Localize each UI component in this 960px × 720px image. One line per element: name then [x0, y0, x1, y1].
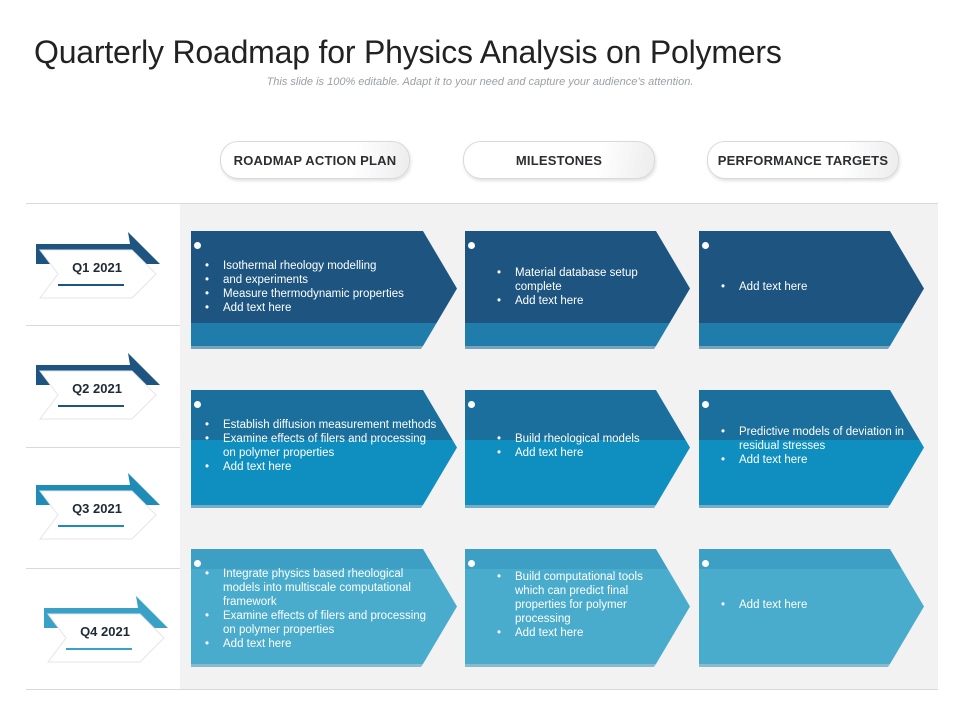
card-bullet-item: Add text here	[495, 294, 645, 308]
card-bullet-item: Add text here	[719, 453, 909, 467]
arrow-card-upper	[465, 549, 668, 569]
card-bullet-list: Build rheological modelsAdd text here	[495, 432, 645, 460]
arrow-card-shadow	[465, 346, 656, 349]
quarter-underline	[58, 525, 124, 527]
arrow-card-shadow	[699, 664, 890, 667]
card-bullet-item: Add text here	[203, 301, 439, 315]
quarter-underline	[58, 405, 124, 407]
arrow-card-shape	[699, 549, 924, 667]
arrow-card-shadow	[191, 505, 423, 508]
row-divider	[26, 689, 938, 690]
roadmap-card-performance-target: Add text here	[699, 549, 924, 667]
row-divider	[26, 568, 180, 569]
arrow-card-shadow	[191, 664, 423, 667]
quarter-marker: Q3 2021	[36, 473, 166, 543]
card-dot-icon	[468, 401, 475, 408]
card-bullet-item: Examine effects of filers and processing…	[203, 609, 439, 637]
card-bullet-item: and experiments	[203, 273, 439, 287]
quarter-label: Q1 2021	[72, 260, 122, 275]
quarter-marker: Q2 2021	[36, 353, 166, 423]
quarter-marker: Q1 2021	[36, 232, 166, 302]
roadmap-card-milestone: Build rheological modelsAdd text here	[465, 390, 690, 508]
page-title: Quarterly Roadmap for Physics Analysis o…	[34, 34, 782, 70]
card-bullet-item: Establish diffusion measurement methods	[203, 418, 439, 432]
card-bullet-item: Integrate physics based rheological mode…	[203, 567, 439, 609]
card-dot-icon	[468, 560, 475, 567]
card-bullet-list: Isothermal rheology modellingand experim…	[203, 259, 439, 315]
card-dot-icon	[702, 242, 709, 249]
arrow-card-lower	[465, 323, 670, 346]
quarter-label: Q2 2021	[72, 381, 122, 396]
arrow-card-shadow	[699, 505, 890, 508]
card-bullet-list: Integrate physics based rheological mode…	[203, 567, 439, 651]
quarter-label: Q3 2021	[72, 501, 122, 516]
card-dot-icon	[702, 560, 709, 567]
roadmap-card-action-plan: Isothermal rheology modellingand experim…	[191, 231, 457, 349]
card-bullet-item: Measure thermodynamic properties	[203, 287, 439, 301]
arrow-card-shadow	[191, 346, 423, 349]
card-dot-icon	[194, 560, 201, 567]
card-bullet-item: Build computational tools which can pred…	[495, 570, 645, 626]
card-bullet-item: Predictive models of deviation in residu…	[719, 425, 909, 453]
card-bullet-list: Establish diffusion measurement methodsE…	[203, 418, 439, 474]
quarter-underline	[66, 648, 132, 650]
roadmap-card-performance-target: Add text here	[699, 231, 924, 349]
roadmap-card-performance-target: Predictive models of deviation in residu…	[699, 390, 924, 508]
card-dot-icon	[194, 242, 201, 249]
arrow-card-shadow	[465, 664, 656, 667]
arrow-card-upper	[191, 549, 435, 569]
column-header-milestones: MILESTONES	[463, 141, 655, 179]
card-bullet-list: Add text here	[719, 598, 909, 612]
quarter-label: Q4 2021	[80, 624, 130, 639]
card-bullet-list: Add text here	[719, 280, 909, 294]
card-bullet-list: Predictive models of deviation in residu…	[719, 425, 909, 467]
quarter-chevron-shape	[44, 596, 168, 663]
row-divider	[26, 447, 180, 448]
roadmap-card-milestone: Material database setup completeAdd text…	[465, 231, 690, 349]
card-dot-icon	[194, 401, 201, 408]
arrow-card-lower	[699, 569, 924, 664]
quarter-chevron-shape	[36, 232, 160, 299]
arrow-card-shadow	[699, 346, 890, 349]
column-header-action-plan: ROADMAP ACTION PLAN	[220, 141, 410, 179]
card-bullet-item: Add text here	[203, 460, 439, 474]
column-header-performance-targets: PERFORMANCE TARGETS	[707, 141, 899, 179]
arrow-card-upper	[699, 231, 924, 323]
card-dot-icon	[468, 242, 475, 249]
card-bullet-item: Isothermal rheology modelling	[203, 259, 439, 273]
card-dot-icon	[702, 401, 709, 408]
card-bullet-item: Add text here	[203, 637, 439, 651]
quarter-underline	[58, 284, 124, 286]
card-bullet-item: Material database setup complete	[495, 266, 645, 294]
roadmap-card-action-plan: Integrate physics based rheological mode…	[191, 549, 457, 667]
page-subtitle: This slide is 100% editable. Adapt it to…	[266, 76, 694, 88]
arrow-card-upper	[465, 390, 686, 440]
roadmap-card-milestone: Build computational tools which can pred…	[465, 549, 690, 667]
quarter-marker: Q4 2021	[44, 596, 174, 666]
row-divider	[26, 325, 180, 326]
card-bullet-item: Examine effects of filers and processing…	[203, 432, 439, 460]
row-divider	[26, 203, 938, 204]
quarter-chevron-shape	[36, 473, 160, 540]
roadmap-card-action-plan: Establish diffusion measurement methodsE…	[191, 390, 457, 508]
arrow-card-lower	[191, 323, 437, 346]
arrow-card-upper	[699, 549, 902, 569]
card-bullet-item: Add text here	[719, 280, 909, 294]
card-bullet-item: Add text here	[495, 626, 645, 640]
card-bullet-item: Add text here	[495, 446, 645, 460]
arrow-card-lower	[699, 323, 904, 346]
arrow-card-shape	[699, 231, 924, 349]
card-bullet-item: Build rheological models	[495, 432, 645, 446]
card-bullet-list: Material database setup completeAdd text…	[495, 266, 645, 308]
card-bullet-list: Build computational tools which can pred…	[495, 570, 645, 640]
card-bullet-item: Add text here	[719, 598, 909, 612]
quarter-chevron-shape	[36, 353, 160, 420]
arrow-card-shadow	[465, 505, 656, 508]
